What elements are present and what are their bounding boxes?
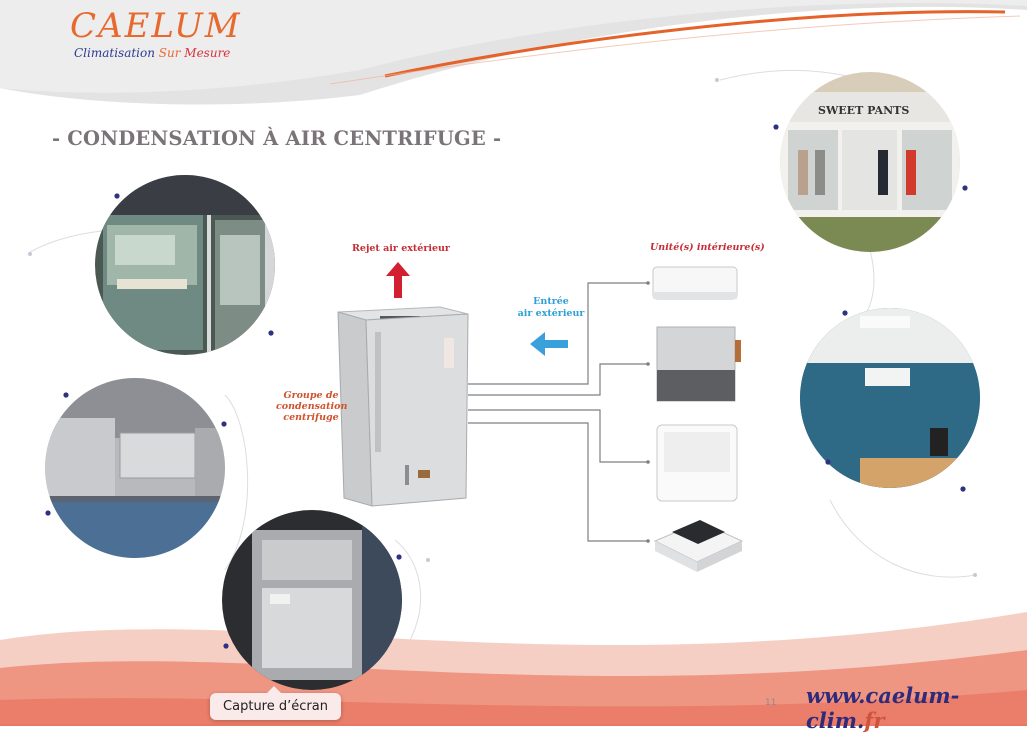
condensing-group-line1: Groupe de bbox=[283, 390, 339, 401]
wall-split-unit bbox=[652, 266, 738, 300]
shop-photo: SWEET PANTS bbox=[780, 72, 960, 252]
tagline-word-mesure: Mesure bbox=[184, 46, 231, 60]
page-number: 11 bbox=[765, 698, 777, 708]
storefront-photo bbox=[95, 175, 275, 355]
condensing-group-line2: condensation bbox=[276, 401, 348, 412]
exhaust-air-label: Rejet air extérieur bbox=[352, 243, 450, 254]
indoor-units-label: Unité(s) intérieure(s) bbox=[650, 242, 765, 253]
condensing-unit-illustration bbox=[337, 306, 469, 507]
cassette-unit bbox=[653, 520, 744, 572]
website-tld-text: fr bbox=[864, 708, 885, 733]
website-link[interactable]: www.caelum-clim.fr bbox=[806, 683, 1027, 733]
screenshot-tooltip[interactable]: Capture d’écran bbox=[210, 686, 341, 720]
floor-ceiling-unit bbox=[656, 424, 738, 502]
office-photo bbox=[800, 308, 980, 488]
tagline-word-climatisation: Climatisation bbox=[74, 46, 159, 60]
company-tagline: Climatisation Sur Mesure bbox=[74, 46, 230, 60]
tagline-word-sur: Sur bbox=[158, 46, 185, 60]
website-main-text: www.caelum-clim. bbox=[806, 683, 960, 733]
condensing-group-line3: centrifuge bbox=[283, 412, 339, 423]
intake-air-label-line1: Entrée bbox=[533, 296, 569, 307]
intake-arrow-icon bbox=[530, 332, 568, 356]
exhaust-arrow-icon bbox=[386, 262, 410, 298]
page-title: - CONDENSATION À AIR CENTRIFUGE - bbox=[52, 127, 502, 150]
refrigerant-lines bbox=[468, 282, 648, 542]
floor-console-unit bbox=[656, 326, 741, 402]
shop-sign-text: SWEET PANTS bbox=[818, 104, 909, 117]
company-logo-title: CAELUM bbox=[70, 6, 242, 46]
intake-air-label-line2: air extérieur bbox=[517, 308, 585, 319]
